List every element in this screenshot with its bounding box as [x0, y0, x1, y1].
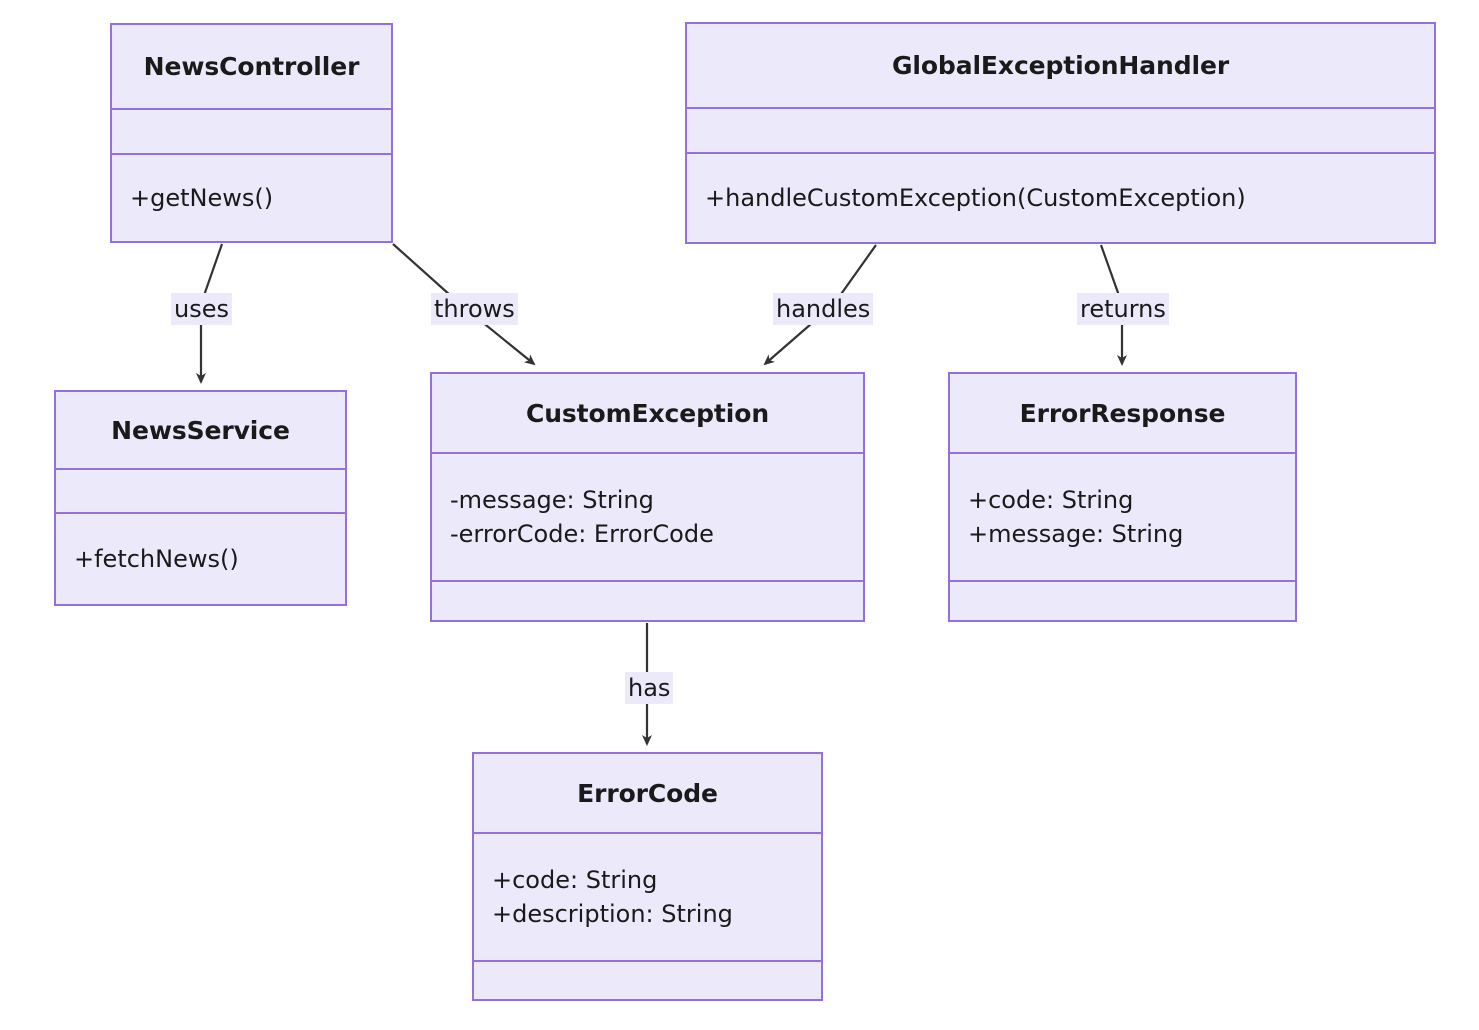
class-attribute: +message: String — [968, 520, 1184, 548]
class-attributes-compartment: +code: String +description: String — [474, 834, 821, 962]
class-box-error-response[interactable]: ErrorResponse +code: String +message: St… — [948, 372, 1297, 622]
edge-label-uses: uses — [171, 293, 232, 326]
class-name-error-code: ErrorCode — [577, 778, 718, 808]
class-box-custom-exception[interactable]: CustomException -message: String -errorC… — [430, 372, 865, 622]
class-title-compartment: GlobalExceptionHandler — [687, 24, 1434, 109]
class-attribute: +code: String — [968, 485, 1134, 514]
class-methods-compartment: +fetchNews() — [56, 514, 345, 604]
class-methods-compartment: +getNews() — [112, 155, 391, 241]
class-attributes-compartment: -message: String -errorCode: ErrorCode — [432, 454, 863, 582]
class-attribute: +description: String — [492, 900, 733, 928]
class-method: +getNews() — [130, 183, 274, 212]
class-attribute: +code: String — [492, 865, 658, 894]
class-attributes-compartment — [112, 110, 391, 155]
class-method: +fetchNews() — [74, 544, 239, 573]
class-title-compartment: NewsController — [112, 25, 391, 110]
class-name-custom-exception: CustomException — [525, 398, 770, 428]
class-name-news-service: NewsService — [111, 415, 290, 445]
class-methods-compartment — [950, 582, 1295, 620]
class-title-compartment: CustomException — [432, 374, 863, 454]
class-attribute: -message: String — [450, 485, 654, 514]
class-attribute: -errorCode: ErrorCode — [450, 520, 714, 548]
class-box-error-code[interactable]: ErrorCode +code: String +description: St… — [472, 752, 823, 1001]
edge-label-returns: returns — [1077, 293, 1169, 326]
class-box-global-exception-handler[interactable]: GlobalExceptionHandler +handleCustomExce… — [685, 22, 1436, 244]
edge-label-throws: throws — [431, 293, 518, 326]
class-name-global-exception-handler: GlobalExceptionHandler — [891, 51, 1230, 80]
class-methods-compartment: +handleCustomException(CustomException) — [687, 154, 1434, 242]
class-title-compartment: ErrorResponse — [950, 374, 1295, 454]
class-title-compartment: NewsService — [56, 392, 345, 470]
class-title-compartment: ErrorCode — [474, 754, 821, 834]
class-attributes-compartment: +code: String +message: String — [950, 454, 1295, 582]
class-method: +handleCustomException(CustomException) — [705, 183, 1246, 212]
edge-label-handles: handles — [773, 293, 874, 326]
class-attributes-compartment — [56, 470, 345, 514]
edge-label-has: has — [625, 672, 674, 705]
class-methods-compartment — [432, 582, 863, 620]
class-box-news-service[interactable]: NewsService +fetchNews() — [54, 390, 347, 606]
class-name-error-response: ErrorResponse — [1019, 398, 1226, 428]
class-attributes-compartment — [687, 109, 1434, 154]
class-methods-compartment — [474, 962, 821, 999]
class-box-news-controller[interactable]: NewsController +getNews() — [110, 23, 393, 243]
class-name-news-controller: NewsController — [143, 52, 360, 81]
